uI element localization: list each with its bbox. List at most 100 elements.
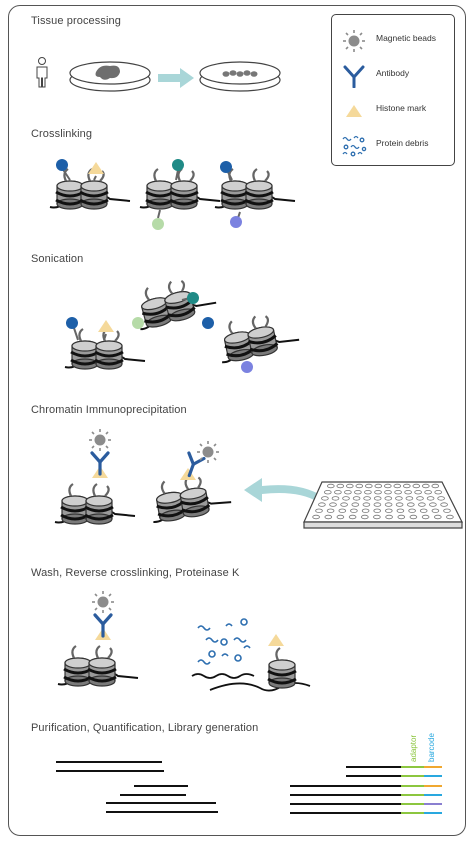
- plate-well: [409, 514, 418, 520]
- plate-well: [345, 483, 354, 489]
- plate-well: [374, 490, 382, 495]
- plate-well: [364, 483, 373, 489]
- plate-well: [315, 508, 323, 513]
- plate-well: [443, 508, 451, 513]
- step-title-sonication: Sonication: [31, 253, 84, 265]
- plate-well: [334, 490, 342, 495]
- plate-well: [440, 502, 448, 507]
- step-title-wash: Wash, Reverse crosslinking, Proteinase K: [31, 567, 240, 579]
- petri-dish-tissue: [69, 61, 151, 92]
- barcode-label: barcode: [427, 733, 436, 762]
- plate-well: [437, 496, 445, 501]
- plate-well: [393, 483, 402, 489]
- plate-well: [329, 502, 337, 507]
- plate-well: [406, 502, 415, 507]
- plate-well: [416, 496, 424, 501]
- plate-well: [352, 496, 361, 501]
- legend-label-magnetic-beads: Magnetic beads: [376, 33, 437, 43]
- plate-well: [326, 508, 335, 513]
- plate-well: [373, 502, 382, 507]
- plate-well: [433, 514, 442, 520]
- plate-well: [360, 514, 369, 520]
- plate-well: [384, 496, 393, 501]
- legend-label-antibody: Antibody: [376, 68, 410, 78]
- plate-well: [404, 490, 412, 495]
- plate-well: [402, 483, 411, 489]
- step-title-tissue-processing: Tissue processing: [31, 15, 121, 27]
- plate-well: [395, 502, 404, 507]
- plate-well: [312, 514, 320, 520]
- free-dna-strand: [191, 673, 255, 679]
- sonicated-fragment-3: [214, 308, 301, 364]
- plate-well: [384, 490, 392, 495]
- released-nucleosome: [266, 634, 298, 690]
- plate-well: [421, 514, 430, 520]
- plate-well: [338, 508, 347, 513]
- antibody-icon: [343, 65, 365, 88]
- plate-well: [383, 483, 392, 489]
- petri-dish-cells: [199, 61, 281, 92]
- process-arrow-1: [158, 68, 194, 88]
- plate-well: [429, 502, 437, 507]
- plate-well: [384, 502, 393, 507]
- plate-well: [446, 514, 454, 520]
- plate-well: [418, 502, 426, 507]
- legend-item-antibody: Antibody: [332, 60, 456, 90]
- step-title-library-generation: Purification, Quantification, Library ge…: [31, 722, 259, 734]
- step-title-crosslinking: Crosslinking: [31, 128, 93, 140]
- plate-well: [419, 508, 428, 513]
- plate-well: [324, 514, 333, 520]
- plate-well: [397, 514, 406, 520]
- plate-well: [336, 483, 345, 489]
- plate-well: [412, 483, 421, 489]
- plate-well: [336, 514, 345, 520]
- adaptor-label: adaptor: [409, 735, 418, 762]
- legend-item-magnetic-beads: Magnetic beads: [332, 25, 456, 55]
- legend: Magnetic beads Antibody Histone mark: [331, 14, 455, 166]
- histone-mark-icon: [346, 105, 362, 117]
- legend-label-histone-mark: Histone mark: [376, 103, 427, 113]
- legend-item-histone-mark: Histone mark: [332, 95, 456, 125]
- plate-well: [431, 483, 440, 489]
- plate-well: [321, 496, 329, 501]
- plate-well: [426, 496, 435, 501]
- plate-well: [326, 483, 335, 489]
- plate-well: [318, 502, 326, 507]
- plate-well: [363, 496, 371, 501]
- plate-well: [354, 490, 362, 495]
- plate-well: [362, 502, 371, 507]
- plate-well: [414, 490, 422, 495]
- legend-label-protein-debris: Protein debris: [376, 138, 429, 148]
- plate-well: [340, 502, 348, 507]
- plate-well: [344, 490, 352, 495]
- plate-well: [434, 490, 443, 495]
- well-plate: [303, 481, 463, 529]
- plate-well: [374, 483, 383, 489]
- plate-well: [408, 508, 416, 513]
- plate-well: [355, 483, 364, 489]
- plate-well: [421, 483, 430, 489]
- plate-well: [395, 496, 403, 501]
- plate-well: [396, 508, 405, 513]
- plate-well: [394, 490, 402, 495]
- crosslinked-chromatin: [50, 159, 295, 230]
- protein-debris-icon: [342, 135, 367, 157]
- plate-well: [331, 496, 340, 501]
- plate-well: [373, 514, 381, 520]
- step-title-chromatin-immunoprecipitation: Chromatin Immunoprecipitation: [31, 404, 187, 416]
- sonicated-fragment-1: [65, 317, 145, 369]
- plate-well: [342, 496, 350, 501]
- process-arrow-2: [244, 478, 322, 502]
- plate-well: [373, 508, 382, 513]
- plate-well: [405, 496, 414, 501]
- plate-well: [361, 508, 370, 513]
- protein-debris-cluster: [197, 618, 251, 665]
- magnetic-bead-icon: [343, 30, 365, 52]
- plate-well: [364, 490, 372, 495]
- plate-well: [351, 502, 360, 507]
- plate-well: [385, 514, 393, 520]
- plate-well: [424, 490, 432, 495]
- plate-well: [350, 508, 358, 513]
- washed-fragment: [58, 590, 138, 686]
